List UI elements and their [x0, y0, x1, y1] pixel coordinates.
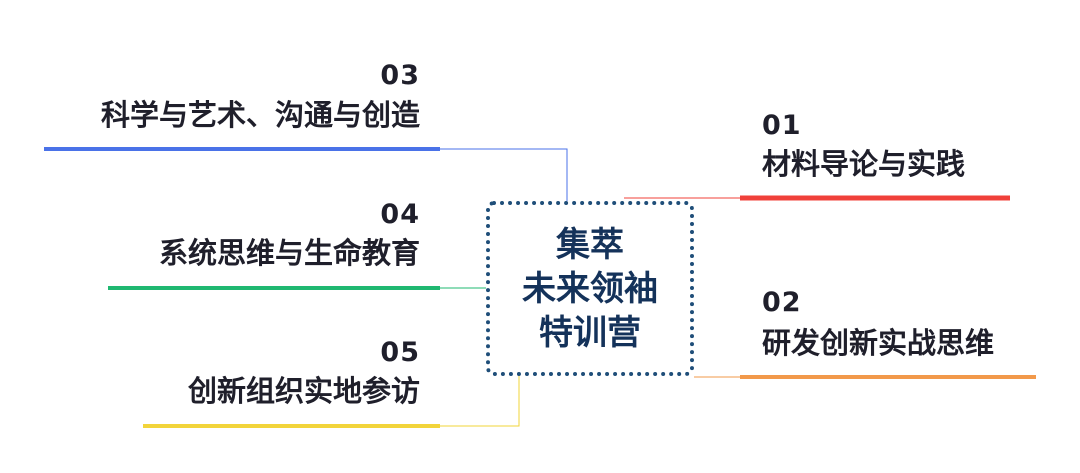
topic-03-connector: [440, 148, 568, 201]
center-title-line-3: 特训营: [539, 312, 641, 353]
topic-02-number: 02: [762, 287, 802, 318]
center-node: 集萃 未来领袖 特训营: [486, 201, 694, 376]
center-title-line-1: 集萃: [556, 224, 624, 265]
topic-05-number: 05: [380, 337, 420, 368]
topic-05-label: 创新组织实地参访: [187, 374, 420, 408]
topic-05-connector: [440, 376, 520, 427]
topic-02-label: 研发创新实战思维: [762, 326, 995, 360]
topic-04-label: 系统思维与生命教育: [158, 236, 420, 270]
topic-03-label: 科学与艺术、沟通与创造: [100, 98, 420, 132]
topic-04-number: 04: [380, 199, 420, 230]
center-title-line-2: 未来领袖: [522, 268, 658, 309]
topic-01-number: 01: [762, 110, 802, 141]
topic-01-label: 材料导论与实践: [762, 147, 966, 181]
topic-03-number: 03: [380, 60, 420, 91]
